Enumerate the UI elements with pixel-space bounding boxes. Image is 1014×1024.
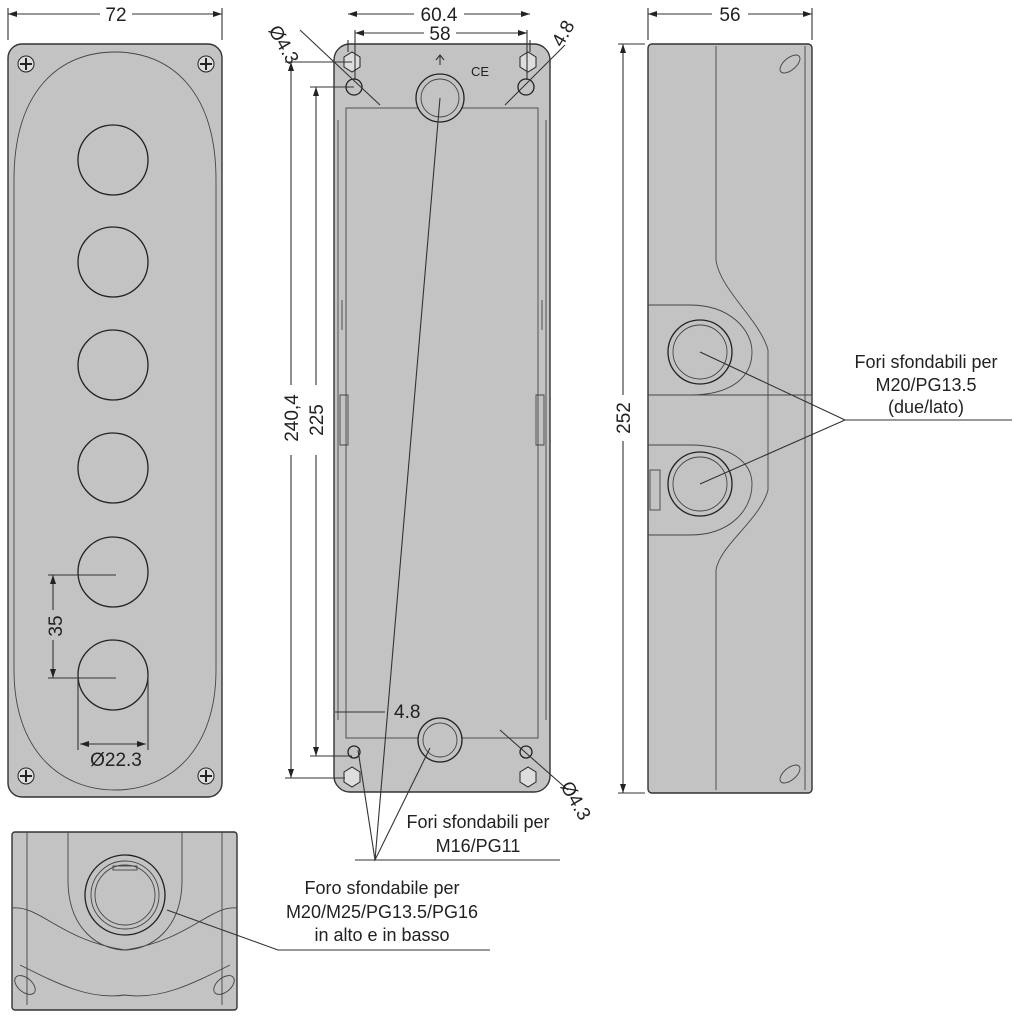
- side-width-dim: 56: [719, 5, 740, 26]
- hole-dia-dim-bottom: Ø4.3: [556, 778, 595, 824]
- screw-icon: [197, 55, 215, 73]
- end-view: Foro sfondabile per M20/M25/PG13.5/PG16 …: [11, 831, 490, 1011]
- back-note-line1: Fori sfondabili per: [406, 812, 549, 832]
- side-height-dim: 252: [614, 402, 635, 434]
- side-note-line3: (due/lato): [888, 397, 964, 417]
- inner-height-dim: 225: [307, 404, 328, 436]
- back-view: CE 60.4 58 Ø4.3 4.8 Ø4.3 4.8 240,4 225 F…: [264, 3, 595, 862]
- slot-dim-top: 4.8: [548, 17, 579, 50]
- slot-dim-bottom: 4.8: [394, 702, 420, 723]
- front-width-dim: 72: [105, 5, 126, 26]
- button-hole: [77, 226, 149, 298]
- button-holes: [77, 124, 149, 711]
- inner-width-dim: 58: [429, 24, 450, 45]
- button-hole: [77, 329, 149, 401]
- outer-width-dim: 60.4: [421, 5, 458, 26]
- button-hole: [77, 124, 149, 196]
- side-note-line2: M20/PG13.5: [875, 375, 976, 395]
- nut-icon: [519, 51, 537, 73]
- button-hole: [77, 536, 149, 608]
- knockout-hole-bottom: [417, 717, 463, 763]
- back-housing: [333, 43, 551, 793]
- side-note-line1: Fori sfondabili per: [854, 352, 997, 372]
- outer-height-dim: 240,4: [282, 394, 303, 442]
- screw-icon: [17, 55, 35, 73]
- screw-icon: [197, 767, 215, 785]
- side-housing: [647, 43, 813, 794]
- front-housing: [7, 43, 223, 798]
- hole-dia-dim-top: Ø4.3: [264, 22, 303, 68]
- front-lid-outline: [13, 51, 217, 791]
- end-note-line2: M20/M25/PG13.5/PG16: [286, 902, 478, 922]
- button-hole: [77, 432, 149, 504]
- back-note-line2: M16/PG11: [436, 836, 521, 856]
- screw-icons: [17, 55, 215, 785]
- hole-dia-dim: Ø22.3: [90, 750, 142, 771]
- button-hole: [77, 639, 149, 711]
- end-knockout-hole: [84, 854, 166, 936]
- nut-icon: [519, 766, 537, 788]
- front-view: 72 35 Ø22.3: [7, 2, 223, 798]
- screw-icon: [17, 767, 35, 785]
- end-note-line1: Foro sfondabile per: [304, 878, 459, 898]
- end-note-line3: in alto e in basso: [314, 925, 449, 945]
- side-view: 56 252 Fori sfondabili per M20/PG13.5 (d…: [612, 3, 1012, 794]
- arrow-up-icon: [435, 54, 445, 65]
- nut-icon: [343, 766, 361, 788]
- pitch-dim: 35: [46, 615, 67, 636]
- ce-mark: CE: [471, 64, 489, 79]
